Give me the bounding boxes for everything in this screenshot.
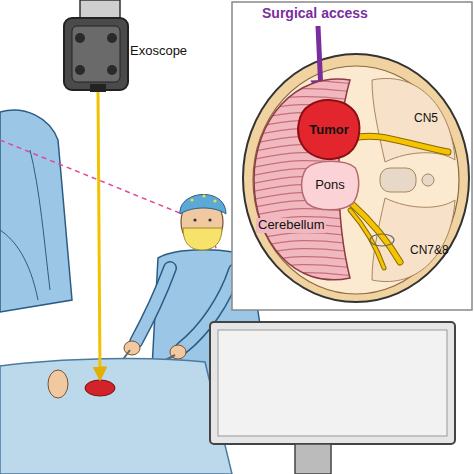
label-holder: CN7&8 [410,244,449,258]
assistant-figure [0,110,72,312]
exoscope-device [64,0,128,92]
region-label: Cerebellum [256,218,326,233]
nerve-label: CN5 [414,112,438,126]
region-label: Pons [315,178,345,193]
label-holder: Surgical access [262,5,368,21]
view-beam [98,92,100,374]
patient-drape [0,359,232,474]
sight-line [0,140,192,218]
nerve-label: CN7&8 [410,244,449,258]
tumor-region: Tumor [296,98,362,162]
text-holder: Pons [315,178,345,193]
device-label: Exoscope [130,44,187,59]
inset-panel [232,2,472,310]
access-label: Surgical access [262,5,368,21]
monitor [210,322,455,474]
label-holder: CN5 [414,112,438,126]
region-label: Tumor [309,123,348,138]
text-holder: Tumor [309,123,348,138]
text-holder: Cerebellum [256,218,326,233]
label-holder: Exoscope [130,44,187,59]
brainstem-region: Pons [300,158,360,212]
